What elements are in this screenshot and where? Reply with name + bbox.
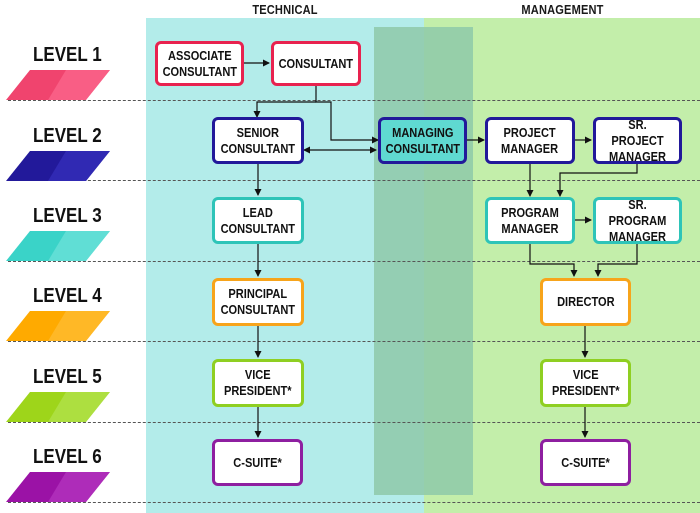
program-manager-box: PROGRAM MANAGER: [485, 197, 575, 244]
level-2-label: LEVEL 2: [33, 125, 102, 147]
vp-technical-box: VICE PRESIDENT*: [212, 359, 304, 407]
lead-consultant-box: LEAD CONSULTANT: [212, 197, 304, 244]
level-4-swatch: [6, 311, 110, 341]
level-3-swatch: [6, 231, 110, 261]
consultant-box: CONSULTANT: [271, 41, 361, 86]
sr-program-manager-box: SR. PROGRAM MANAGER: [593, 197, 682, 244]
level-6-swatch: [6, 472, 110, 502]
principal-consultant-label: PRINCIPAL CONSULTANT: [220, 286, 296, 317]
vp-management-label: VICE PRESIDENT*: [551, 367, 620, 398]
director-box: DIRECTOR: [540, 278, 631, 326]
level-6-label: LEVEL 6: [33, 446, 102, 468]
vp-technical-label: VICE PRESIDENT*: [224, 367, 292, 398]
level-divider: [8, 502, 700, 503]
principal-consultant-box: PRINCIPAL CONSULTANT: [212, 278, 304, 326]
level-divider: [8, 261, 700, 262]
level-1-label: LEVEL 1: [33, 44, 102, 66]
vp-management-box: VICE PRESIDENT*: [540, 359, 631, 407]
sr-project-manager-label: SR. PROJECT MANAGER: [608, 116, 667, 164]
director-label: DIRECTOR: [556, 294, 615, 309]
level-5-swatch: [6, 392, 110, 422]
sr-project-manager-box: SR. PROJECT MANAGER: [593, 117, 682, 164]
level-3-label: LEVEL 3: [33, 205, 102, 227]
associate-consultant-label: ASSOCIATE CONSULTANT: [162, 47, 237, 79]
csuite-technical-box: C-SUITE*: [212, 439, 303, 486]
level-divider: [8, 100, 700, 101]
csuite-management-box: C-SUITE*: [540, 439, 631, 486]
senior-consultant-label: SENIOR CONSULTANT: [220, 124, 296, 156]
level-divider: [8, 422, 700, 423]
management-header: MANAGEMENT: [521, 2, 604, 17]
level-1-swatch: [6, 70, 110, 100]
level-2-swatch: [6, 151, 110, 181]
project-manager-box: PROJECT MANAGER: [485, 117, 575, 164]
sr-program-manager-label: SR. PROGRAM MANAGER: [608, 196, 667, 244]
level-divider: [8, 341, 700, 342]
program-manager-label: PROGRAM MANAGER: [501, 204, 559, 236]
lead-consultant-label: LEAD CONSULTANT: [220, 204, 296, 236]
level-4-label: LEVEL 4: [33, 285, 102, 307]
technical-header: TECHNICAL: [252, 2, 318, 17]
level-divider: [8, 180, 700, 181]
csuite-management-label: C-SUITE*: [561, 454, 610, 470]
managing-consultant-label: MANAGING CONSULTANT: [385, 124, 460, 156]
project-manager-label: PROJECT MANAGER: [501, 124, 559, 156]
level-5-label: LEVEL 5: [33, 366, 102, 388]
senior-consultant-box: SENIOR CONSULTANT: [212, 117, 304, 164]
managing-consultant-box: MANAGING CONSULTANT: [378, 117, 467, 164]
associate-consultant-box: ASSOCIATE CONSULTANT: [155, 41, 244, 86]
consultant-label: CONSULTANT: [278, 55, 354, 71]
csuite-technical-label: C-SUITE*: [233, 454, 282, 470]
